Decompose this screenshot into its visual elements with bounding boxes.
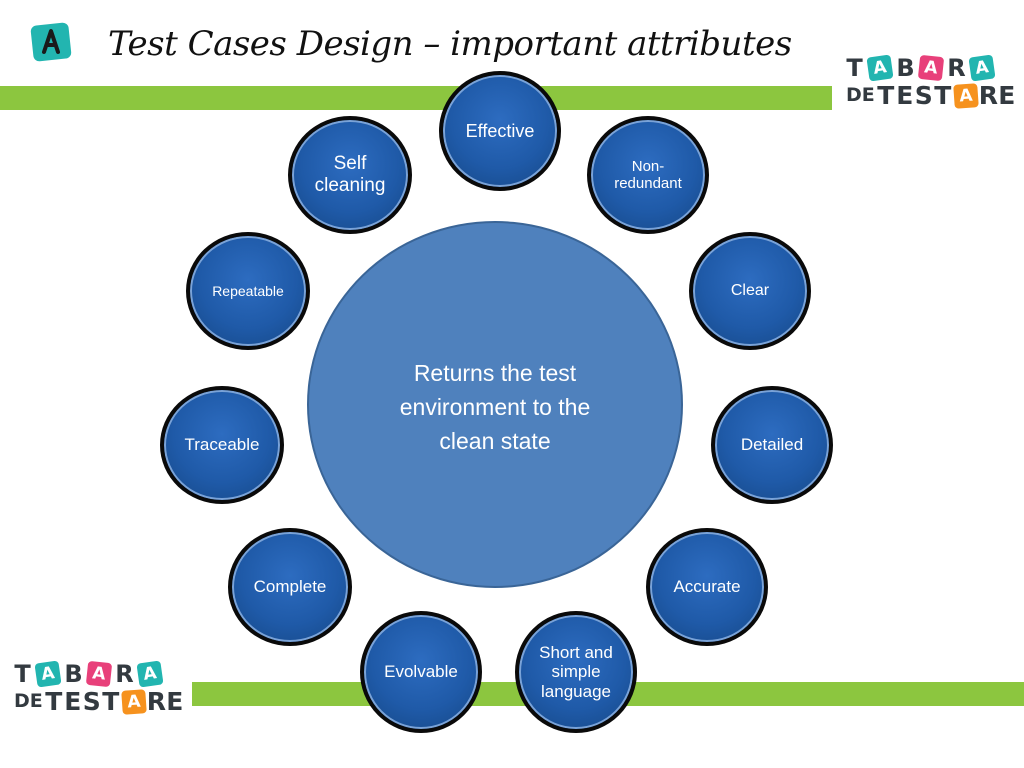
brand-letter: E [166, 687, 185, 716]
brand-letter: A [866, 54, 894, 82]
brand-letter: A [120, 688, 147, 715]
brand-letter: T [14, 660, 31, 688]
accent-bar-top [0, 86, 832, 110]
center-text: Returns the test environment to the clea… [399, 360, 591, 454]
attribute-node-accurate: Accurate [646, 528, 768, 646]
brand-letter: E [896, 81, 915, 110]
brand-letter: E [64, 687, 83, 716]
brand-letter: DE [846, 84, 875, 106]
attribute-label: Short and simple language [539, 642, 613, 701]
attribute-label: Repeatable [212, 282, 284, 299]
brand-letter: B [896, 54, 915, 82]
attribute-label: Effective [465, 120, 535, 141]
brand-letter: A [952, 82, 979, 109]
brand-letter: S [82, 687, 102, 716]
attribute-label: Self cleaning [314, 153, 386, 196]
brand-letter: B [64, 660, 83, 688]
attribute-label: Complete [253, 577, 327, 597]
brand-letter: A [34, 660, 62, 688]
attribute-label: Traceable [184, 435, 260, 455]
attribute-node-effective: Effective [439, 71, 561, 191]
attribute-node-repeatable: Repeatable [186, 232, 310, 350]
brand-letter: A [136, 660, 164, 688]
brand-letter: E [998, 81, 1017, 110]
attribute-node-short-simple-language: Short and simple language [515, 611, 637, 733]
attribute-node-self-cleaning: Self cleaning [288, 116, 412, 234]
brand-letter: T [45, 687, 64, 716]
brand-letter: R [947, 54, 966, 82]
attribute-label: Non-redundant [614, 157, 682, 192]
attribute-label: Clear [730, 281, 770, 299]
brand-letter: S [914, 81, 934, 110]
attribute-node-evolvable: Evolvable [360, 611, 482, 733]
brand-letter: T [846, 54, 863, 82]
attribute-node-complete: Complete [228, 528, 352, 646]
center-circle [307, 221, 683, 588]
brand-letter: R [146, 687, 168, 716]
brand-letter: A [968, 54, 996, 82]
brand-letter: T [102, 687, 121, 716]
attribute-label: Evolvable [384, 662, 458, 682]
a-letter-app-icon [30, 22, 72, 62]
brand-letter: A [85, 660, 113, 688]
brand-letter: DE [14, 690, 43, 712]
brand-letter: T [934, 81, 953, 110]
slide-title: Test Cases Design – important attributes [108, 24, 792, 64]
attribute-label: Detailed [740, 435, 804, 455]
brand-letter: A [917, 54, 945, 82]
attribute-node-clear: Clear [689, 232, 811, 350]
attribute-node-traceable: Traceable [160, 386, 284, 504]
brand-letter: R [115, 660, 134, 688]
attribute-node-detailed: Detailed [711, 386, 833, 504]
attribute-node-non-redundant: Non-redundant [587, 116, 709, 234]
brand-letter: T [877, 81, 896, 110]
brand-letter: R [978, 81, 1000, 110]
attribute-label: Accurate [673, 577, 741, 597]
